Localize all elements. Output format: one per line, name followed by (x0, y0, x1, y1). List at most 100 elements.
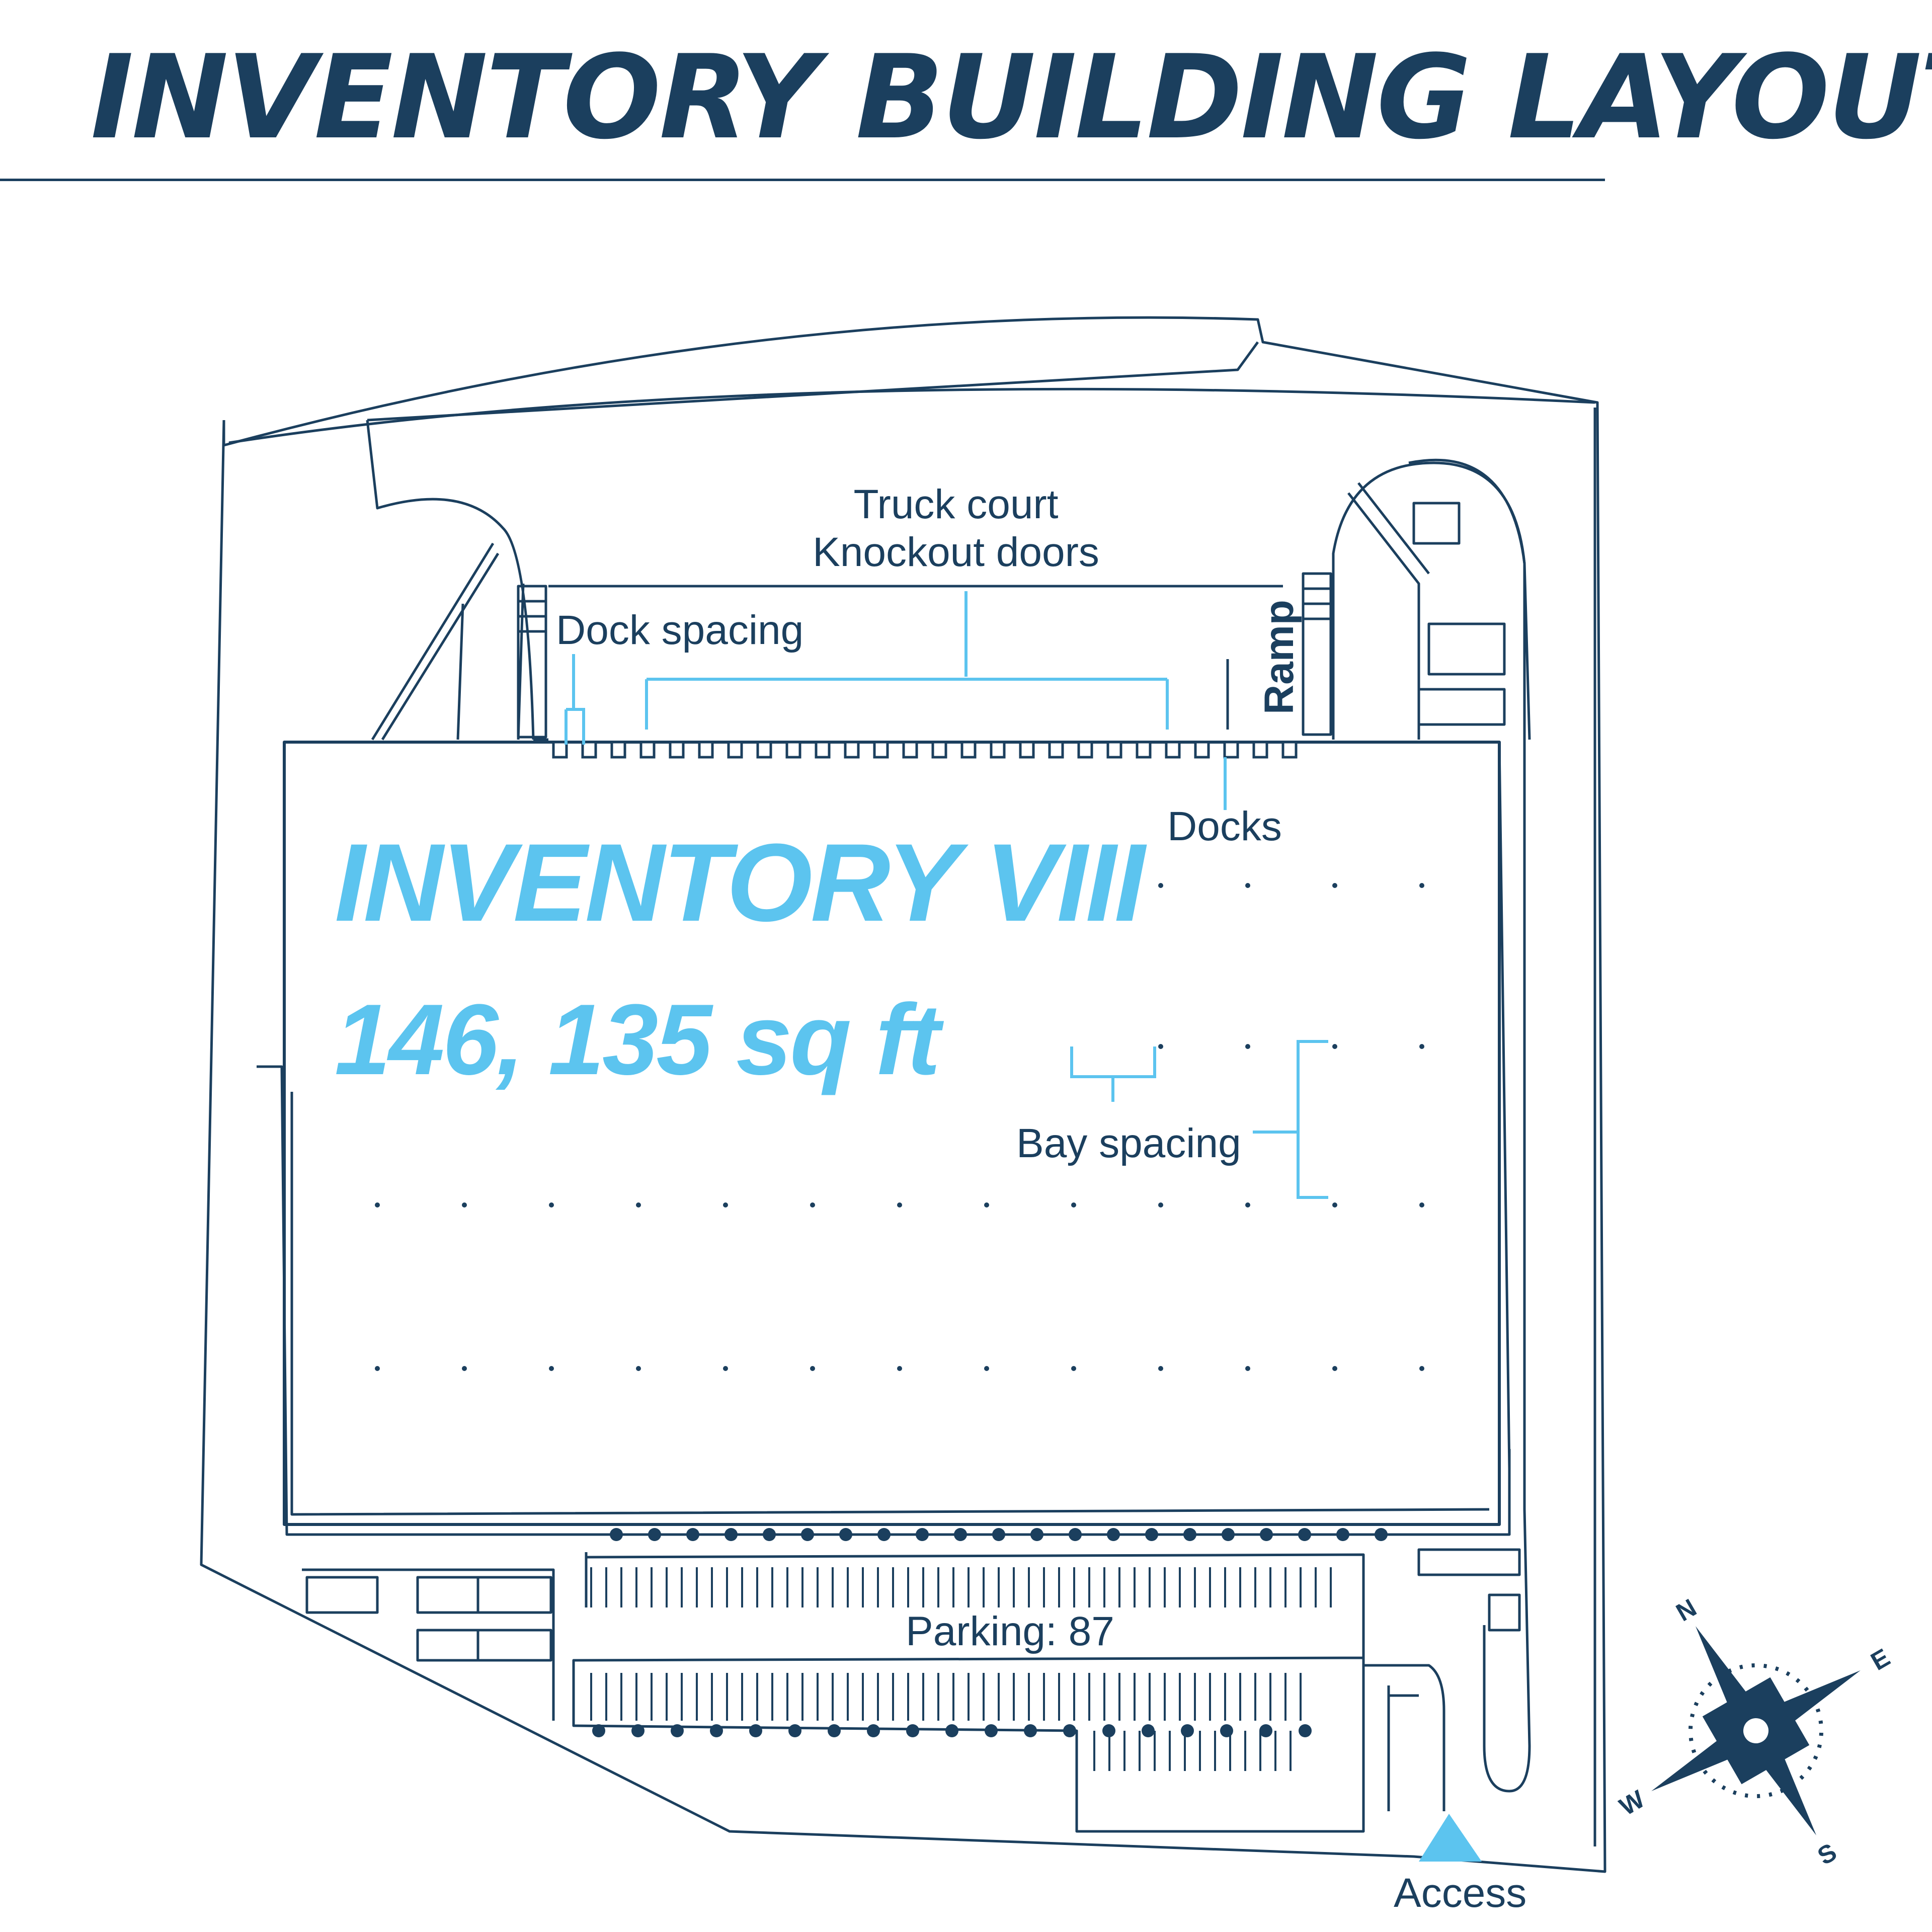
column-marker (1245, 883, 1250, 888)
tree (592, 1724, 605, 1737)
column-marker (1332, 1202, 1337, 1208)
tree (725, 1528, 738, 1541)
column-marker (1419, 1044, 1424, 1049)
column-marker (549, 1366, 554, 1371)
title-divider (0, 179, 1605, 181)
dock-door (1019, 741, 1035, 759)
column-marker (1332, 1044, 1337, 1049)
tree (1183, 1528, 1196, 1541)
column-marker (984, 1202, 989, 1208)
truck-court-outline (366, 341, 1283, 741)
column-marker (1245, 1202, 1250, 1208)
column-marker (897, 1366, 902, 1371)
tree (686, 1528, 699, 1541)
tree (916, 1528, 929, 1541)
column-marker (462, 1202, 467, 1208)
tree (1260, 1528, 1273, 1541)
tree (906, 1724, 919, 1737)
tree (1299, 1724, 1312, 1737)
tree (763, 1528, 776, 1541)
column-marker (1419, 883, 1424, 888)
tree (710, 1724, 723, 1737)
dock-door (990, 741, 1006, 759)
column-marker (1419, 1202, 1424, 1208)
dock-door (1194, 741, 1210, 759)
column-marker (1158, 1366, 1163, 1371)
building-name: INVENTORY VIII (335, 821, 1147, 944)
dock-door (1106, 741, 1122, 759)
dock-door (552, 741, 568, 759)
tree (877, 1528, 891, 1541)
dock-door (815, 741, 831, 759)
building-area: 146, 135 sq ft (335, 984, 944, 1096)
tree (1259, 1724, 1272, 1737)
column-marker (723, 1202, 728, 1208)
column-marker (636, 1366, 641, 1371)
property-boundary (200, 316, 1606, 1873)
dock-door (1165, 741, 1181, 759)
column-marker (1158, 1202, 1163, 1208)
tree (985, 1724, 998, 1737)
dock-door (698, 741, 714, 759)
bay-spacing-bracket-horizontal (1070, 1046, 1156, 1102)
landscape-trees (592, 1528, 1388, 1737)
column-marker (462, 1366, 467, 1371)
dock-spacing-bracket (565, 654, 585, 745)
dock-door (639, 741, 656, 759)
column-marker (1245, 1366, 1250, 1371)
dock-spacing-label: Dock spacing (556, 607, 803, 653)
ramp-label: Ramp (1256, 600, 1302, 714)
tree (631, 1724, 645, 1737)
column-marker (636, 1202, 641, 1208)
dock-door (960, 741, 977, 759)
truck-court-label: Truck court (853, 481, 1058, 527)
tree (992, 1528, 1005, 1541)
column-marker (723, 1366, 728, 1371)
dock-door (1077, 741, 1093, 759)
column-grid (375, 883, 1424, 1371)
right-ramp (1302, 572, 1332, 736)
dock-door (785, 741, 801, 759)
column-marker (375, 1366, 380, 1371)
tree (788, 1724, 801, 1737)
dock-door (902, 741, 918, 759)
tree (1107, 1528, 1120, 1541)
tree (1222, 1528, 1235, 1541)
dock-door (669, 741, 685, 759)
left-ramp (517, 585, 547, 739)
knockout-doors-label: Knockout doors (813, 529, 1099, 575)
tree (1220, 1724, 1233, 1737)
tree (1375, 1528, 1388, 1541)
tree (1298, 1528, 1311, 1541)
tree (1024, 1724, 1037, 1737)
dock-door (610, 741, 626, 759)
dock-door (1252, 741, 1268, 759)
tree (1336, 1528, 1349, 1541)
column-marker (1419, 1366, 1424, 1371)
access-label: Access (1394, 1870, 1526, 1916)
tree (671, 1724, 684, 1737)
column-marker (984, 1366, 989, 1371)
compass-s-label: S (1813, 1837, 1841, 1870)
tree (839, 1528, 852, 1541)
tree (1063, 1724, 1076, 1737)
column-marker (810, 1202, 815, 1208)
dock-door (844, 741, 860, 759)
tree (954, 1528, 967, 1541)
access-drive (1363, 1664, 1445, 1811)
column-marker (1332, 883, 1337, 888)
column-marker (375, 1202, 380, 1208)
tree (648, 1528, 661, 1541)
dock-door (931, 741, 947, 759)
page-title: INVENTORY BUILDING LAYOUT (91, 31, 1932, 165)
tree (1181, 1724, 1194, 1737)
tree (610, 1528, 623, 1541)
parking-lot-outline (572, 1553, 1365, 1833)
dock-door (756, 741, 772, 759)
dock-door (1223, 741, 1239, 759)
tree (828, 1724, 841, 1737)
parking-stalls (590, 1567, 1332, 1771)
compass-n-label: N (1671, 1593, 1701, 1627)
